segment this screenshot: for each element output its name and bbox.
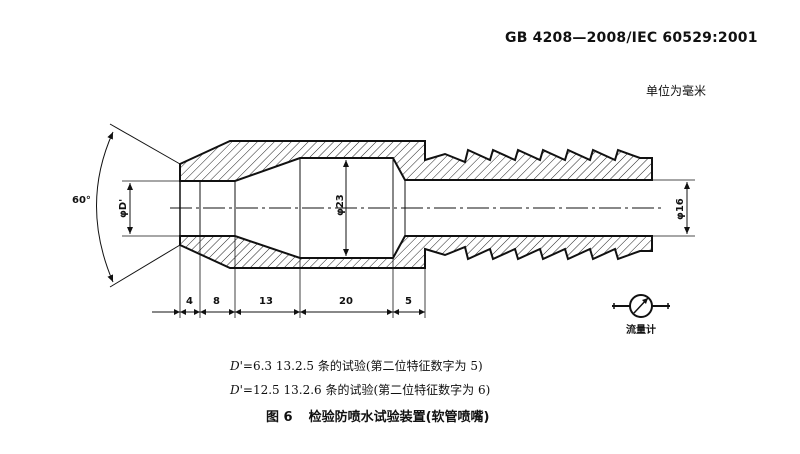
bore-dimension-label: φD' (118, 199, 129, 218)
standard-number: GB 4208—2008/IEC 60529:2001 (505, 30, 758, 46)
length-label-0: 4 (186, 296, 193, 307)
figure-number: 图 6 (266, 410, 293, 425)
note-1-text: =6.3 13.2.5 条的试验(第二位特征数字为 5) (242, 359, 483, 373)
note-2-symbol: D' (230, 383, 243, 397)
figure-caption: 图 6 检验防喷水试验装置(软管喷嘴) (266, 406, 489, 425)
length-arrows (174, 309, 425, 315)
note-2-text: =12.5 13.2.6 条的试验(第二位特征数字为 6) (242, 383, 491, 397)
angle-leg-upper (109, 123, 181, 165)
length-label-1: 8 (213, 296, 220, 307)
note-2: D'=12.5 13.2.6 条的试验(第二位特征数字为 6) (230, 381, 490, 398)
note-1-symbol: D' (230, 359, 243, 373)
angle-arc (96, 131, 114, 283)
length-label-4: 5 (405, 296, 412, 307)
nozzle-upper-wall (179, 140, 653, 182)
angle-leg-lower (109, 244, 181, 288)
angle-label: 60° (72, 195, 91, 206)
flowmeter-symbol (612, 294, 670, 318)
length-label-3: 20 (339, 296, 353, 307)
flowmeter-label: 流量计 (626, 323, 656, 336)
note-1: D'=6.3 13.2.5 条的试验(第二位特征数字为 5) (230, 357, 483, 374)
nozzle-lower-wall (179, 235, 653, 269)
length-label-2: 13 (259, 296, 273, 307)
unit-label: 单位为毫米 (646, 84, 707, 98)
chamber-dimension-label: φ23 (335, 194, 346, 216)
outlet-dimension-label: φ16 (675, 198, 686, 220)
figure-title: 检验防喷水试验装置(软管喷嘴) (308, 410, 490, 425)
